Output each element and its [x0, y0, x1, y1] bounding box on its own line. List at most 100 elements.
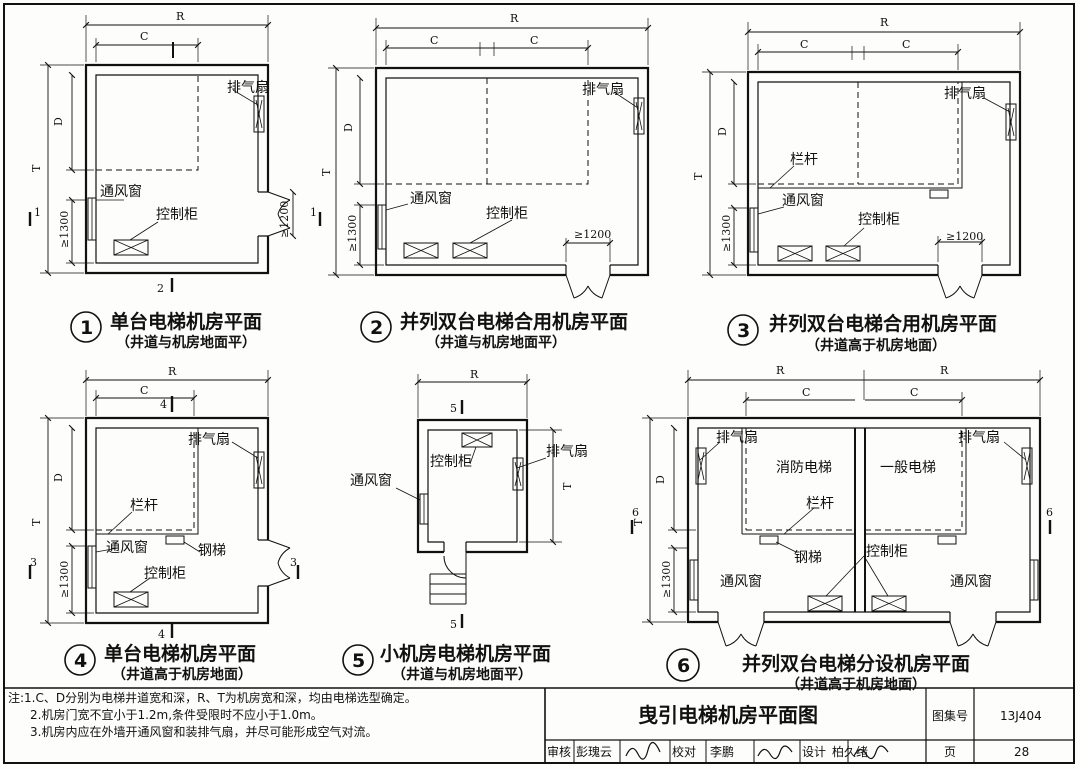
plan-4-title: 单台电梯机房平面: [104, 642, 256, 665]
plan-2-title: 并列双台电梯合用机房平面: [400, 310, 628, 333]
label-vent-1: 通风窗: [100, 183, 142, 200]
dim-1300-6: ≥1300: [660, 561, 673, 598]
label-control-3: 控制柜: [858, 212, 900, 228]
dim-C-6b: C: [910, 386, 918, 399]
section-mark-4-bottom: 4: [158, 628, 165, 641]
page-number: 28: [1014, 745, 1029, 759]
label-fan-6a: 排气扇: [716, 430, 758, 446]
plan-4-number: 4: [74, 650, 87, 672]
dim-C-1: C: [140, 30, 148, 43]
dim-C-6a: C: [802, 386, 810, 399]
label-fire-elevator: 消防电梯: [776, 460, 832, 476]
plan-6-title: 并列双台电梯分设机房平面: [742, 652, 970, 675]
plan-3-title: 并列双台电梯合用机房平面: [769, 312, 997, 335]
atlas-label: 图集号: [932, 708, 968, 723]
dim-C-3a: C: [800, 38, 808, 51]
page-label: 页: [944, 745, 956, 759]
label-vent-6b: 通风窗: [950, 573, 992, 590]
label-fan-1: 排气扇: [227, 80, 269, 96]
dim-T-4: T: [30, 518, 43, 526]
label-control-1: 控制柜: [156, 207, 198, 223]
plan-3-number: 3: [737, 320, 750, 342]
notes-block: 注:1.C、D分别为电梯井道宽和深，R、T为机房宽和深，均由电梯选型确定。 2.…: [4, 687, 1074, 739]
section-mark-6-left: 6: [632, 506, 639, 519]
label-fan-6b: 排气扇: [958, 430, 1000, 446]
dim-T-1: T: [30, 164, 43, 172]
atlas-number: 13J404: [1000, 709, 1042, 723]
dim-1200-1: ≥1200: [278, 201, 291, 238]
dim-1300-1: ≥1300: [58, 211, 71, 248]
dim-1200-2: ≥1200: [574, 228, 611, 241]
plan-3-subtitle: （井道高于机房地面）: [806, 337, 946, 354]
plan-1-number: 1: [80, 317, 93, 339]
dim-C-4: C: [140, 384, 148, 397]
plan-1-subtitle: （井道与机房地面平）: [116, 334, 256, 351]
dim-D-2: D: [342, 123, 355, 132]
review-label: 审核: [547, 744, 571, 759]
label-railing-3: 栏杆: [790, 152, 818, 168]
section-mark-5-bottom: 5: [450, 618, 457, 631]
section-mark-2: 2: [157, 282, 164, 295]
sheet-border: [3, 3, 1075, 764]
plan-2: [328, 18, 652, 299]
label-vent-3: 通风窗: [782, 192, 824, 209]
label-railing-4: 栏杆: [130, 498, 158, 514]
section-mark-5-top: 5: [450, 402, 457, 415]
label-railing-6: 栏杆: [806, 496, 834, 512]
dim-1300-2: ≥1300: [346, 215, 359, 252]
title-block: [544, 688, 1074, 763]
label-fan-4: 排气扇: [188, 432, 230, 448]
note-1: 注:1.C、D分别为电梯井道宽和深，R、T为机房宽和深，均由电梯选型确定。: [8, 690, 417, 705]
reviewer-name: 彭瑰云: [576, 744, 612, 759]
label-vent-2: 通风窗: [410, 190, 452, 207]
plan-1-title: 单台电梯机房平面: [110, 310, 262, 333]
dim-1300-4: ≥1300: [58, 561, 71, 598]
dim-D-4: D: [52, 473, 65, 482]
dim-T-6: T: [632, 518, 645, 526]
dim-1300-3: ≥1300: [720, 215, 733, 252]
section-mark-3-right: 3: [290, 556, 297, 569]
label-control-5: 控制柜: [430, 454, 472, 470]
label-vent-4: 通风窗: [106, 539, 148, 556]
dim-D-6: D: [654, 475, 667, 484]
label-vent-6a: 通风窗: [720, 573, 762, 590]
design-label: 设计: [802, 745, 826, 759]
plan-5: [395, 374, 562, 628]
plan-5-title: 小机房电梯机房平面: [380, 642, 551, 665]
dim-R-5: R: [470, 368, 479, 381]
drawing-title: 曳引电梯机房平面图: [638, 703, 818, 727]
label-control-2: 控制柜: [486, 206, 528, 222]
plan-5-number: 5: [352, 650, 365, 672]
note-2: 2.机房门宽不宜小于1.2m,条件受限时不应小于1.0m。: [30, 707, 323, 722]
plan-6-number: 6: [677, 655, 690, 677]
plan-4: [28, 370, 300, 638]
plan-1: [28, 15, 322, 292]
checker-name: 李鹏: [710, 744, 734, 759]
dim-C-2a: C: [430, 34, 438, 47]
section-mark-3-left: 3: [30, 556, 37, 569]
designer-name: 柏久绪: [832, 744, 868, 759]
dim-C-3b: C: [902, 38, 910, 51]
label-vent-5: 通风窗: [350, 472, 392, 489]
label-ladder-6: 钢梯: [794, 550, 822, 566]
dim-R-6b: R: [940, 364, 949, 377]
dim-R-6a: R: [776, 364, 785, 377]
section-mark-6-right: 6: [1046, 506, 1053, 519]
label-control-4: 控制柜: [144, 566, 186, 582]
dim-R-3: R: [880, 16, 889, 29]
label-fan-2: 排气扇: [582, 82, 624, 98]
plan-titles: 1 单台电梯机房平面 （井道与机房地面平） 2 并列双台电梯合用机房平面 （井道…: [64, 310, 997, 693]
label-general-elevator: 一般电梯: [880, 460, 936, 476]
dim-C-2b: C: [530, 34, 538, 47]
dim-1200-3: ≥1200: [946, 230, 983, 243]
plan-6-subtitle: （井道高于机房地面）: [786, 676, 926, 693]
plan-2-subtitle: （井道与机房地面平）: [426, 334, 566, 351]
dim-T-3: T: [692, 172, 705, 180]
section-mark-1-right: 1: [310, 206, 317, 219]
label-control-6: 控制柜: [866, 544, 908, 560]
note-3: 3.机房内应在外墙开通风窗和装排气扇，并尽可能形成空气对流。: [30, 724, 377, 739]
section-mark-1-left: 1: [34, 206, 41, 219]
plan-2-number: 2: [370, 317, 383, 339]
dim-D-3: D: [716, 127, 729, 136]
